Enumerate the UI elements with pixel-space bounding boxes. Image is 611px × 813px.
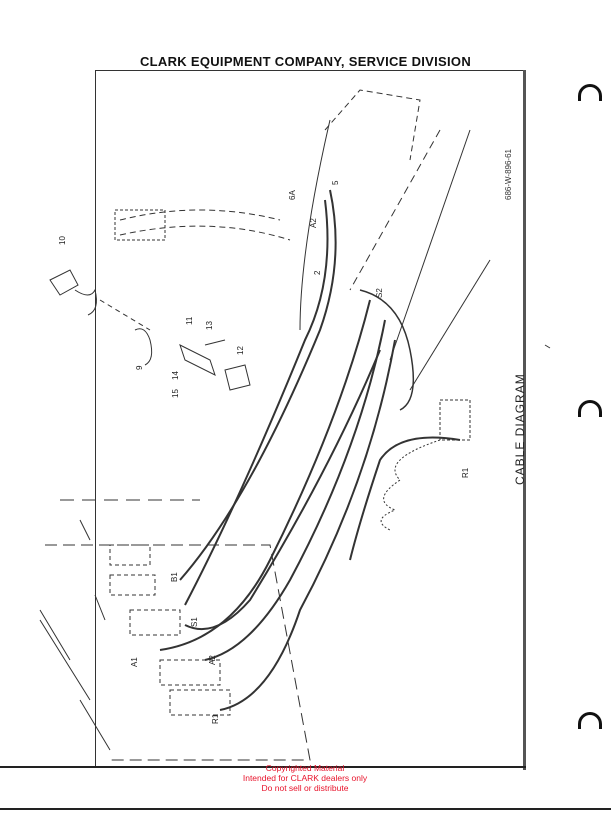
callout-9: 9	[135, 365, 144, 370]
page-bottom-rule	[0, 808, 611, 810]
callout-5: 5	[331, 180, 340, 185]
binder-tab-mark	[578, 712, 602, 729]
callout-6a: 6A	[288, 190, 297, 200]
binder-tab-mark	[578, 84, 602, 101]
drawing-number: 686-W-896-61	[504, 149, 513, 200]
callout-13: 13	[205, 321, 214, 330]
callout-b1: B1	[170, 572, 179, 582]
callout-11: 11	[185, 316, 194, 325]
page-header: CLARK EQUIPMENT COMPANY, SERVICE DIVISIO…	[139, 54, 472, 69]
watermark-line-1: Copyrighted Material	[265, 763, 345, 773]
callout-2: 2	[313, 270, 322, 275]
callout-s2-top: S2	[375, 288, 384, 298]
callout-15: 15	[171, 389, 180, 398]
callout-a1: A1	[130, 657, 139, 667]
callout-a2-top: A2	[309, 218, 318, 228]
figure-title: CABLE DIAGRAM	[513, 373, 527, 485]
callout-s1: S1	[190, 617, 199, 627]
callout-r1: R1	[211, 713, 220, 724]
callout-14: 14	[171, 371, 180, 380]
callout-12: 12	[236, 346, 245, 355]
binder-tab-mark	[578, 400, 602, 417]
watermark-line-2: Intended for CLARK dealers only	[242, 773, 368, 783]
frame-border-left	[95, 70, 96, 768]
frame-border-right	[523, 70, 526, 770]
callout-a2: A2	[208, 655, 217, 665]
frame-border-top	[95, 70, 525, 71]
callout-r1-top: R1	[461, 467, 470, 478]
watermark-line-3: Do not sell or distribute	[261, 783, 349, 793]
callout-10: 10	[58, 236, 67, 245]
frame-border-bottom	[0, 766, 526, 768]
